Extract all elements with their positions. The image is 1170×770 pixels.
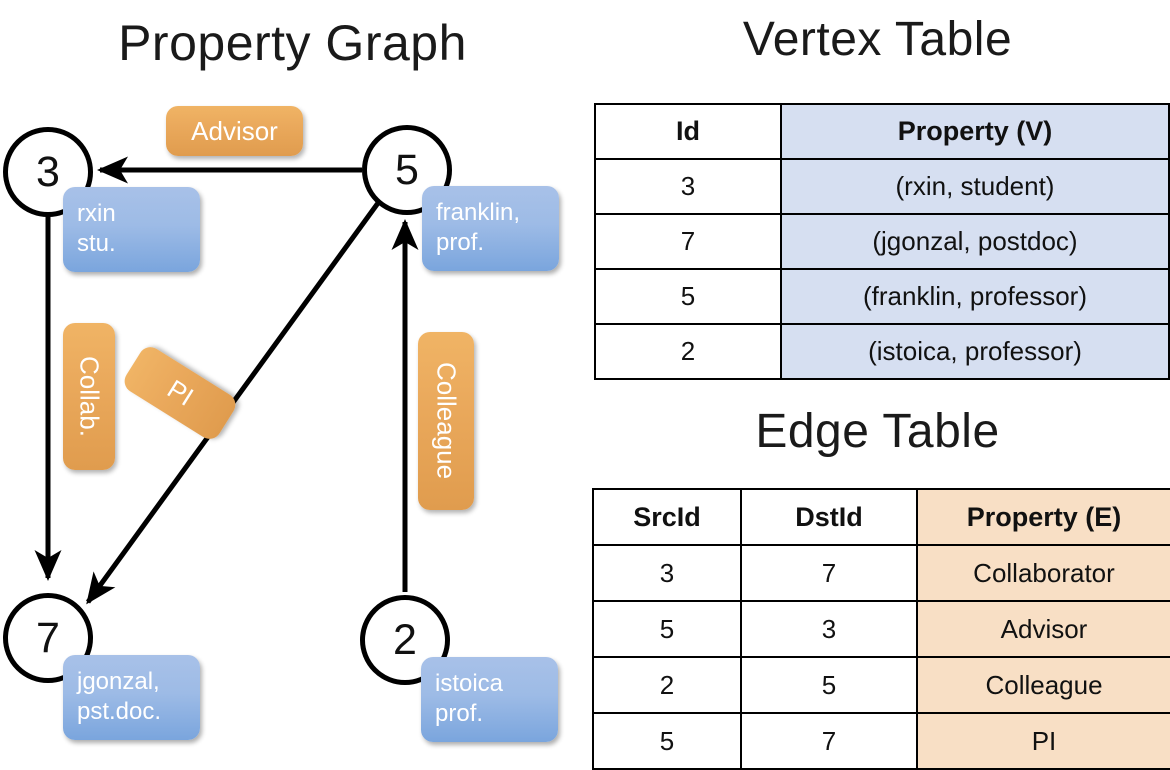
graph-node-5-label: 5 xyxy=(395,145,419,194)
vertex-cell-property: (rxin, student) xyxy=(780,158,1170,215)
graph-node-2-label: 2 xyxy=(393,615,417,664)
page-title-property-graph: Property Graph xyxy=(118,15,467,71)
graph-node-3-label: 3 xyxy=(36,147,60,196)
table-row[interactable]: 5 3 Advisor xyxy=(592,600,1170,658)
edge-label-collab: Collab. xyxy=(63,323,115,470)
graph-node-2-property-line1: istoica xyxy=(435,670,504,697)
edge-cell-property: Advisor xyxy=(916,600,1170,658)
edge-cell-dstid: 5 xyxy=(740,656,918,714)
edge-label-colleague: Colleague xyxy=(418,332,474,510)
vertex-cell-id: 5 xyxy=(594,268,782,325)
edge-cell-srcid: 5 xyxy=(592,600,742,658)
graph-node-3-property-box: rxin stu. xyxy=(63,187,200,272)
edge-cell-dstid: 7 xyxy=(740,712,918,770)
vertex-table: Id Property (V) 3 (rxin, student) 7 (jgo… xyxy=(594,103,1170,380)
vertex-table-header-row: Id Property (V) xyxy=(594,103,1170,160)
graph-node-5[interactable]: 5 xyxy=(362,125,452,215)
graph-node-5-property-box: franklin, prof. xyxy=(422,186,559,271)
edge-table: SrcId DstId Property (E) 3 7 Collaborato… xyxy=(592,488,1170,770)
edge-label-advisor-text: Advisor xyxy=(191,115,278,146)
table-row[interactable]: 3 7 Collaborator xyxy=(592,544,1170,602)
edge-label-colleague-text: Colleague xyxy=(431,362,462,480)
graph-node-2-property-line2: prof. xyxy=(435,700,484,727)
table-row[interactable]: 5 7 PI xyxy=(592,712,1170,770)
edge-table-header-row: SrcId DstId Property (E) xyxy=(592,488,1170,546)
graph-node-7-property-box: jgonzal, pst.doc. xyxy=(63,655,200,740)
property-graph-diagram: 3 rxin stu. 5 franklin, prof. 7 jgonzal,… xyxy=(0,0,585,760)
vertex-table-header-id: Id xyxy=(594,103,782,160)
edge-table-header-srcid: SrcId xyxy=(592,488,742,546)
edge-cell-property: PI xyxy=(916,712,1170,770)
graph-node-3-property-line1: rxin xyxy=(77,200,116,227)
vertex-cell-property: (istoica, professor) xyxy=(780,323,1170,380)
graph-node-7-property-line1: jgonzal, xyxy=(77,668,160,695)
table-row[interactable]: 7 (jgonzal, postdoc) xyxy=(594,213,1170,270)
vertex-cell-property: (franklin, professor) xyxy=(780,268,1170,325)
table-row[interactable]: 5 (franklin, professor) xyxy=(594,268,1170,325)
edge-cell-property: Colleague xyxy=(916,656,1170,714)
page-title-edge-table: Edge Table xyxy=(755,405,1000,458)
table-row[interactable]: 2 5 Colleague xyxy=(592,656,1170,714)
edge-label-advisor: Advisor xyxy=(166,106,303,156)
page-title-vertex-table: Vertex Table xyxy=(742,13,1013,66)
table-row[interactable]: 2 (istoica, professor) xyxy=(594,323,1170,380)
vertex-table-header-property: Property (V) xyxy=(780,103,1170,160)
graph-node-7-property-line2: pst.doc. xyxy=(77,698,162,725)
vertex-cell-id: 7 xyxy=(594,213,782,270)
edge-cell-dstid: 7 xyxy=(740,544,918,602)
graph-node-3-property-line2: stu. xyxy=(77,230,116,257)
vertex-cell-id: 2 xyxy=(594,323,782,380)
edge-table-header-property: Property (E) xyxy=(916,488,1170,546)
graph-node-2-property-box: istoica prof. xyxy=(421,657,558,742)
graph-node-2[interactable]: 2 xyxy=(360,595,450,685)
edge-cell-srcid: 2 xyxy=(592,656,742,714)
edge-label-pi-text: PI xyxy=(161,373,199,412)
vertex-cell-property: (jgonzal, postdoc) xyxy=(780,213,1170,270)
edge-label-collab-text: Collab. xyxy=(74,356,105,437)
edge-table-header-dstid: DstId xyxy=(740,488,918,546)
edge-cell-srcid: 5 xyxy=(592,712,742,770)
edge-cell-property: Collaborator xyxy=(916,544,1170,602)
vertex-cell-id: 3 xyxy=(594,158,782,215)
graph-node-7-label: 7 xyxy=(36,613,60,662)
edge-cell-dstid: 3 xyxy=(740,600,918,658)
graph-node-5-property-line1: franklin, xyxy=(436,199,521,226)
graph-node-5-property-line2: prof. xyxy=(436,229,485,256)
table-row[interactable]: 3 (rxin, student) xyxy=(594,158,1170,215)
edge-cell-srcid: 3 xyxy=(592,544,742,602)
